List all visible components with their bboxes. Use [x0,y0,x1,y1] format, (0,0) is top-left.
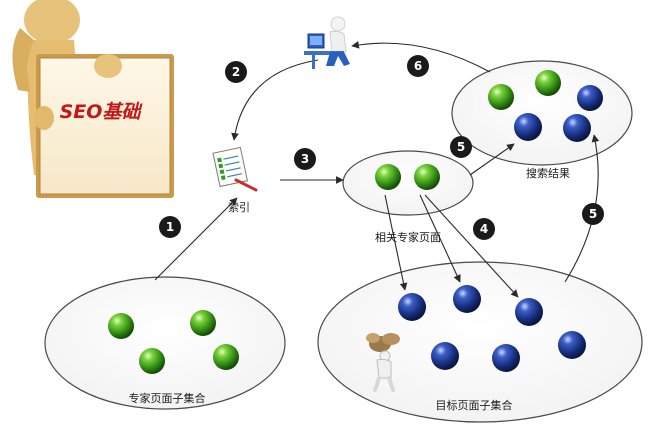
step-badge: 3 [294,148,316,170]
arrow-related-to-target-1 [384,194,408,291]
svg-text:1: 1 [166,220,174,234]
green-page-ball [139,348,165,374]
step-badges: 1 2 3 4 5 5 6 [159,55,604,240]
arrow-user-to-index [231,59,319,141]
expert-subset-label: 专家页面子集合 [129,391,206,405]
blue-page-ball [492,344,520,372]
mascot-holding-sign-icon: SEO基础 [12,0,174,198]
index-label: 索引 [228,200,250,214]
svg-text:5: 5 [589,207,597,221]
green-page-ball [414,164,440,190]
person-carrying-stones-icon [366,333,400,392]
green-page-ball [375,164,401,190]
step-badge: 5 [450,136,472,158]
arrow-related-to-results [469,143,515,176]
step-badge: 5 [582,203,604,225]
svg-text:2: 2 [232,65,240,79]
blue-page-ball [453,285,481,313]
green-page-ball [213,344,239,370]
blue-page-ball [398,293,426,321]
target-subset-ellipse [317,261,643,423]
blue-page-ball [431,342,459,370]
arrow-subset-to-index [154,197,238,281]
expert-subset-ellipse [44,276,286,410]
blue-page-ball [514,113,542,141]
related-pages-ellipse [342,150,474,216]
target-subset-label: 目标页面子集合 [436,398,513,412]
expert-subset-balls [108,310,239,374]
related-pages-balls [375,164,440,190]
svg-text:4: 4 [480,222,488,236]
blue-page-ball [558,331,586,359]
svg-text:6: 6 [414,59,422,73]
step-badge: 4 [473,218,495,240]
seo-badge-text: SEO基础 [60,101,144,123]
arrow-related-to-target-3 [424,194,519,298]
svg-text:5: 5 [457,140,465,154]
search-results-balls [488,70,603,142]
index-checklist-icon [212,146,258,192]
arrow-results-to-user [351,41,491,73]
related-pages-label: 相关专家页面 [375,230,441,244]
arrow-related-to-target-2 [419,194,461,283]
step-badge: 6 [407,55,429,77]
step-badge: 1 [159,216,181,238]
user-at-computer-icon [304,16,350,69]
blue-page-ball [577,85,603,111]
green-page-ball [488,84,514,110]
blue-page-ball [515,298,543,326]
svg-text:3: 3 [301,152,309,166]
green-page-ball [108,313,134,339]
search-results-label: 搜索结果 [526,166,570,180]
target-subset-balls [398,285,586,372]
step-badge: 2 [225,61,247,83]
green-page-ball [535,70,561,96]
blue-page-ball [563,114,591,142]
green-page-ball [190,310,216,336]
